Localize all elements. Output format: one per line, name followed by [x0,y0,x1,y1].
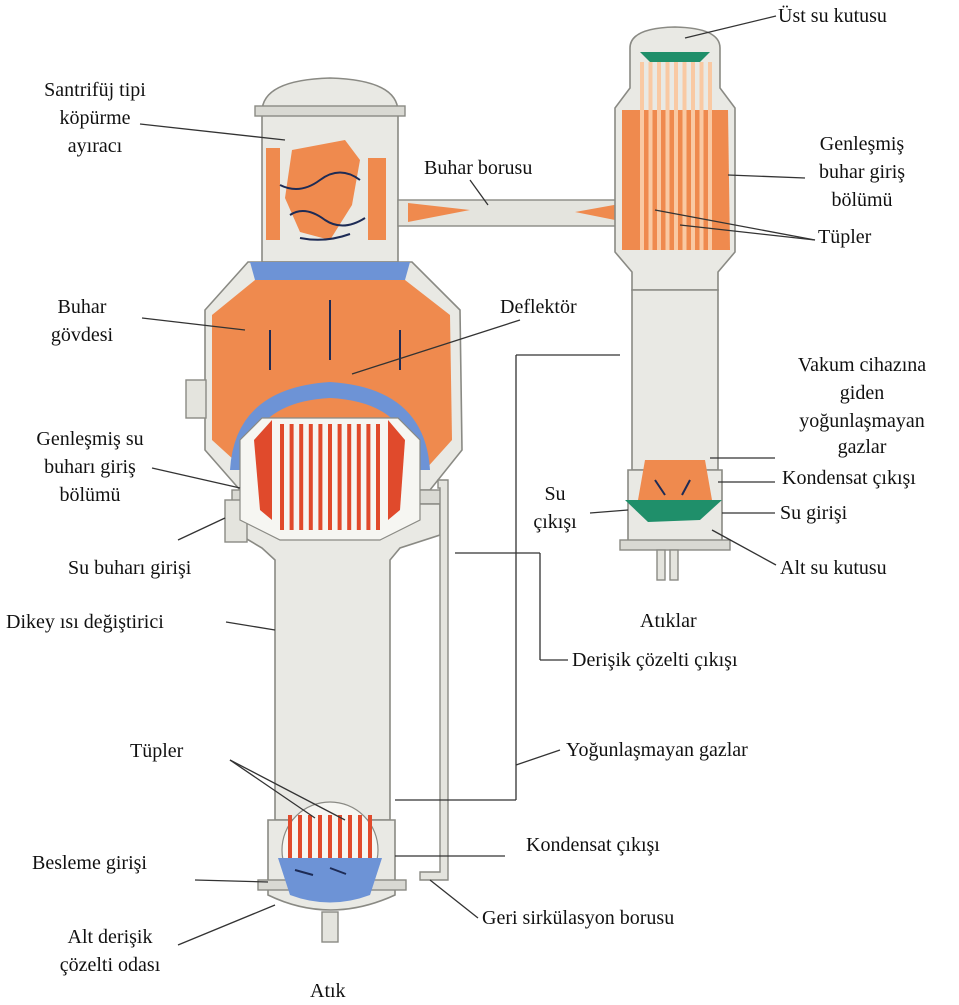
svg-text:çözelti odası: çözelti odası [60,954,161,976]
label-vakum: Vakum cihazına giden yoğunlaşmayan gazla… [710,354,926,458]
tube [649,62,653,250]
tube [309,424,313,530]
label-derisik-cikis: Derişik çözelti çıkışı [572,649,738,671]
svg-text:ayıracı: ayıracı [68,135,123,157]
label-genlesmis-buhar: Genleşmiş buhar giriş bölümü [728,133,905,211]
tube [683,62,687,250]
label-su-cikisi: Su çıkışı [533,483,628,533]
svg-text:buhar giriş: buhar giriş [819,161,905,183]
label-su-buhari-girisi: Su buharı girişi [68,518,225,579]
svg-text:Kondensat çıkışı: Kondensat çıkışı [526,834,660,856]
steam-pipe [398,200,634,226]
tube [288,815,292,860]
tube [657,62,661,250]
svg-text:bölümü: bölümü [831,189,892,211]
label-alt-derisik: Alt derişik çözelti odası [60,905,275,976]
svg-text:Üst su kutusu: Üst su kutusu [778,4,887,27]
svg-text:Kondensat çıkışı: Kondensat çıkışı [782,467,916,489]
svg-text:Vakum cihazına: Vakum cihazına [798,354,926,376]
tube [700,62,704,250]
svg-text:Tüpler: Tüpler [818,226,872,248]
tube [347,424,351,530]
tube [640,62,644,250]
tube [338,815,342,860]
svg-text:Yoğunlaşmayan gazlar: Yoğunlaşmayan gazlar [566,739,748,761]
label-su-girisi: Su girişi [722,502,848,524]
svg-text:gövdesi: gövdesi [51,324,114,346]
label-santrifuj: Santrifüj tipi köpürme ayıracı [44,79,285,157]
tube [318,424,322,530]
svg-text:Deflektör: Deflektör [500,296,577,318]
tube [357,424,361,530]
label-atiklar: Atıklar [640,610,697,632]
tube [376,424,380,530]
label-geri-sirkulasyon: Geri sirkülasyon borusu [430,880,674,929]
svg-text:Su girişi: Su girişi [780,502,848,524]
tube [666,62,670,250]
svg-text:Derişik çözelti çıkışı: Derişik çözelti çıkışı [572,649,738,671]
svg-text:Besleme girişi: Besleme girişi [32,852,147,874]
label-kondensat-top: Kondensat çıkışı [718,467,916,489]
svg-text:buharı giriş: buharı giriş [44,456,136,478]
svg-text:Atık: Atık [310,980,346,1002]
tube [290,424,294,530]
tube [366,424,370,530]
svg-text:Santrifüj tipi: Santrifüj tipi [44,79,146,101]
tube [328,815,332,860]
svg-text:Genleşmiş: Genleşmiş [820,133,905,155]
svg-text:çıkışı: çıkışı [533,511,577,533]
svg-text:Su buharı girişi: Su buharı girişi [68,557,192,579]
svg-text:Atıklar: Atıklar [640,610,697,632]
tube [318,815,322,860]
svg-text:Alt derişik: Alt derişik [68,926,153,948]
svg-text:Buhar borusu: Buhar borusu [424,157,532,179]
tube [691,62,695,250]
svg-text:Geri sirkülasyon borusu: Geri sirkülasyon borusu [482,907,674,929]
tube [338,424,342,530]
tube [358,815,362,860]
svg-text:giden: giden [840,382,884,404]
tube [348,815,352,860]
svg-text:köpürme: köpürme [59,107,130,129]
svg-text:gazlar: gazlar [838,436,887,458]
label-kondensat-bottom: Kondensat çıkışı [526,834,660,856]
label-dikey: Dikey ısı değiştirici [6,611,275,633]
svg-text:bölümü: bölümü [59,484,120,506]
tube [368,815,372,860]
label-yogunlasmayan: Yoğunlaşmayan gazlar [516,739,748,765]
tube [308,815,312,860]
label-buhar-borusu: Buhar borusu [424,157,532,205]
svg-text:Tüpler: Tüpler [130,740,184,762]
tube [674,62,678,250]
tube [328,424,332,530]
label-ust-su-kutusu: Üst su kutusu [685,4,887,38]
tube [280,424,284,530]
svg-text:Alt su kutusu: Alt su kutusu [780,557,887,579]
label-besleme: Besleme girişi [32,852,268,882]
svg-text:Buhar: Buhar [58,296,107,318]
tube [708,62,712,250]
svg-text:yoğunlaşmayan: yoğunlaşmayan [799,410,925,432]
svg-text:Su: Su [544,483,565,505]
label-alt-su-kutusu: Alt su kutusu [712,530,887,579]
svg-text:Genleşmiş su: Genleşmiş su [36,428,143,450]
svg-text:Dikey ısı değiştirici: Dikey ısı değiştirici [6,611,164,633]
tube [298,815,302,860]
tube [299,424,303,530]
label-atik: Atık [310,980,346,1002]
